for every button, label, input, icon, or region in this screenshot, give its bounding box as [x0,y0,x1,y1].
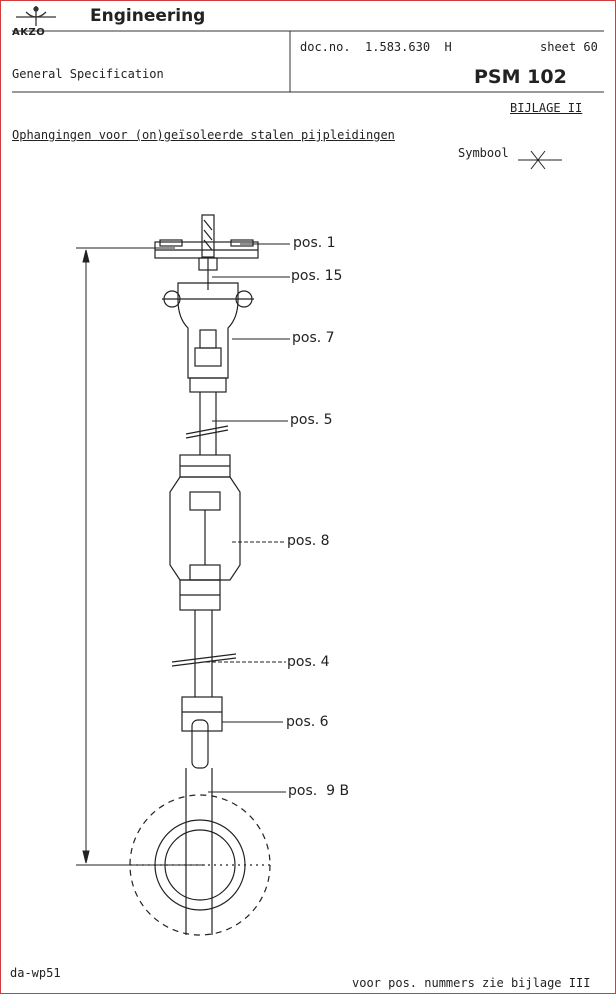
doc-label: doc.no. [300,40,351,54]
hanger-assembly [129,214,271,936]
header-rules [12,30,604,93]
pos-label-15: pos. 15 [291,268,343,284]
pos-label-6: pos. 6 [286,714,329,730]
dimension-line [76,247,205,866]
spec-type: General Specification [12,67,164,81]
leader-lines [206,243,290,793]
doc-revision: H [444,40,452,54]
footer-note: voor pos. nummers zie bijlage III [352,976,591,990]
pos-label-5: pos. 5 [290,412,333,428]
spec-code: PSM 102 [474,66,567,88]
pos-label-1: pos. 1 [293,235,336,251]
logo-text: AKZO [12,27,46,38]
symbol-label: Symbool [458,146,509,160]
pos-label-9b: pos. 9 B [288,783,350,799]
pos-label-8: pos. 8 [287,533,330,549]
company-unit: Engineering [90,6,206,26]
pos-label-7: pos. 7 [292,330,335,346]
pos-label-4: pos. 4 [287,654,330,670]
akzo-logo-icon [16,6,56,26]
doc-number: 1.583.630 [365,40,431,54]
doc-number-row: doc.no. 1.583.630 H [300,40,452,54]
footer-code: da-wp51 [10,966,61,980]
sheet-number: sheet 60 [540,40,598,54]
annex-label: BIJLAGE II [510,101,583,115]
symbol-cross-icon [518,150,562,170]
document-title: Ophangingen voor (on)geïsoleerde stalen … [12,128,395,142]
